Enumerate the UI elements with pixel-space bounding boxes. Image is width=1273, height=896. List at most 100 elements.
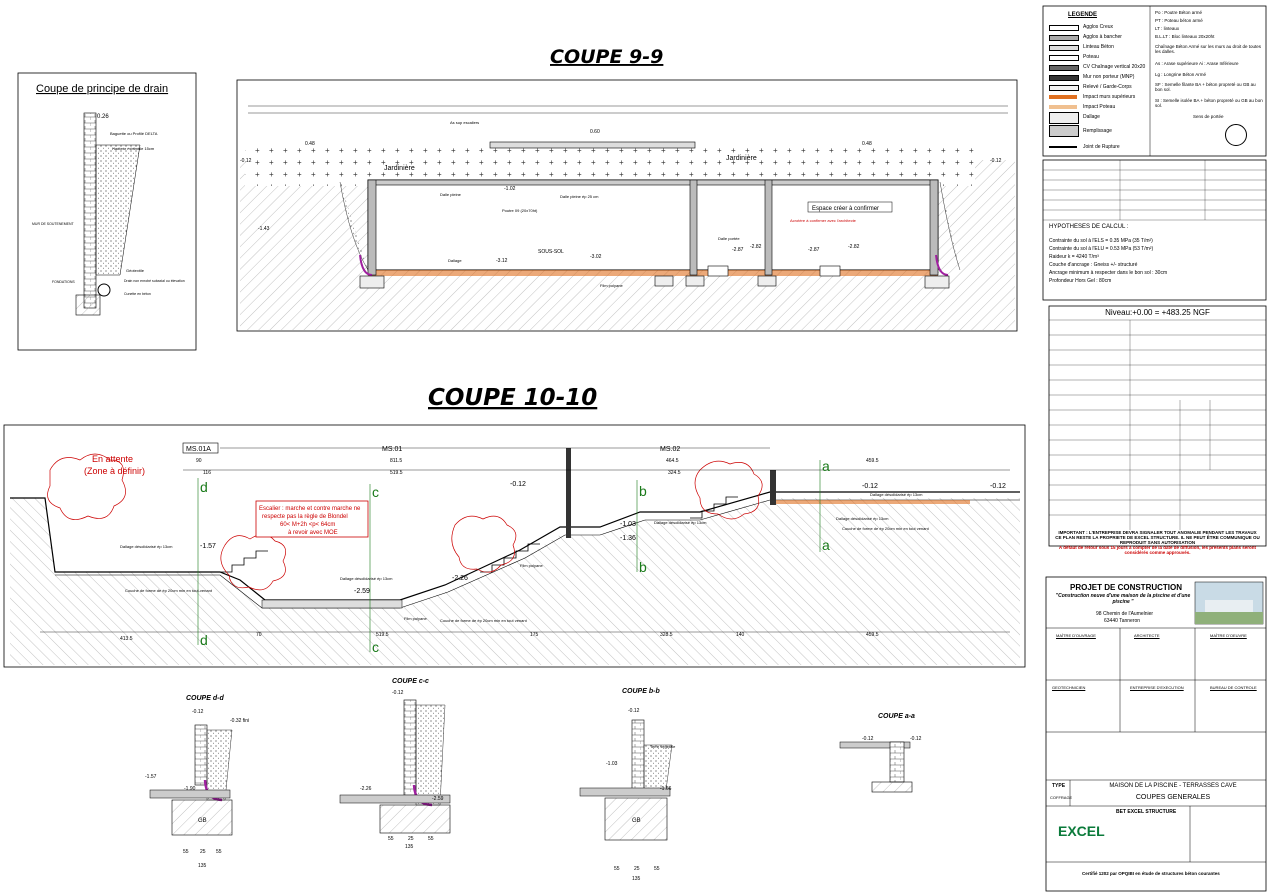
doc-title-2: COUPES GENERALES	[1135, 794, 1211, 801]
dd-dim-a: 55	[183, 849, 189, 855]
ms-01a: MS.01A	[186, 446, 211, 453]
c99-level-6: -3.02	[590, 254, 602, 260]
drain-baguette: Baguette ou Profilé DELTA	[110, 131, 158, 136]
dd-level-3: -1.90	[184, 786, 196, 792]
c99-level-4: 0.48	[862, 141, 872, 147]
c1010-label-8: Couche de forme de ép 20cm min en tout v…	[842, 526, 930, 531]
dd-gb: GB	[198, 818, 207, 824]
legend-swatch-3	[1049, 55, 1079, 61]
legend-right-7: SF : Semelle filante BA + béton propreté…	[1155, 82, 1256, 92]
sec-c-top: c	[372, 484, 379, 500]
c99-label-jard2: Jardinière	[726, 155, 757, 162]
niveau-panel: Niveau:+0.00 = +483.25 NGF	[1049, 306, 1266, 546]
c99-level-5: -3.12	[496, 258, 508, 264]
drain-fondations: FONDATIONS	[52, 280, 75, 284]
hyp-line-5: Profondeur Hors Gel : 80cm	[1049, 278, 1112, 284]
c1010-level-5: -0.12	[510, 481, 526, 488]
cc-dim-a: 55	[388, 836, 394, 842]
legend-item-7: Impact murs supérieurs	[1083, 94, 1136, 100]
c99-level-9: -2.87	[808, 247, 820, 253]
drain-hauteur: Hauteur minimale 15cm	[112, 146, 155, 151]
moa-label: MAÎTRE D'OUVRAGE	[1056, 633, 1096, 638]
bb-terre: Terre végétale	[650, 744, 676, 749]
en-attente-l1: En attente	[92, 454, 133, 464]
c1010-label-6: Film polyane	[520, 563, 543, 568]
coupe-aa-title: COUPE a-a	[878, 713, 915, 720]
legend-item-3: Poteau	[1083, 54, 1099, 60]
cc-dim-total: 135	[405, 844, 414, 850]
coupe-cc-title: COUPE c-c	[392, 678, 429, 685]
legend-right-2: LT : linteaux	[1155, 26, 1180, 31]
c1010-label-0: Dallage désolidarisé ép 13cm	[120, 544, 173, 549]
c99-label-dalle: Dalle pleine ép 25 cm	[560, 194, 599, 199]
dim-bot-4: 328.5	[660, 632, 673, 638]
legend-swatch-4	[1049, 65, 1079, 71]
drain-cunette: Cunette en béton	[124, 292, 151, 296]
moe-label: MAÎTRE D'OEUVRE	[1210, 633, 1247, 638]
c99-level-7: -2.87	[732, 247, 744, 253]
c99-label-sous-sol: SOUS-SOL	[538, 249, 564, 255]
cc-dim-c: 55	[428, 836, 434, 842]
excel-logo: EXCEL	[1058, 823, 1105, 839]
c99-level-0: -0.12	[240, 158, 252, 164]
drain-geotextile: Géotextile	[126, 268, 145, 273]
c1010-label-7: Dallage désolidarisé ép 13cm	[870, 492, 923, 497]
legend-swatch-10	[1049, 125, 1079, 137]
sec-a-bot: a	[822, 537, 830, 553]
hyp-line-4: Ancrage minimum à respecter dans le bon …	[1049, 270, 1168, 276]
bb-level-0: -0.12	[628, 708, 640, 714]
project-subtitle: "Construction neuve d'une maison de la p…	[1055, 593, 1191, 605]
legend-item-9: Dallage	[1083, 114, 1100, 120]
bb-level-1: -1.03	[606, 761, 618, 767]
type-val: COFFRAGE	[1050, 795, 1073, 800]
hypotheses-panel: HYPOTHESES DE CALCUL : Contrainte du sol…	[1043, 160, 1266, 300]
archi-label: ARCHITECTE	[1134, 633, 1160, 638]
legend-item-0: Agglos Creux	[1083, 24, 1114, 30]
dim-bot-5: 140	[736, 632, 745, 638]
c1010-level-7: -0.12	[990, 483, 1006, 490]
c99-label-as: As sup escaliers	[450, 120, 479, 125]
c99-label-espace: Espace créer à confirmer	[812, 206, 879, 212]
geo-label: GEOTECHNICIEN	[1052, 685, 1086, 690]
c99-level-11: -1.02	[504, 186, 516, 192]
c99-level-10: -2.82	[848, 244, 860, 250]
dd-dim-total: 135	[198, 863, 207, 869]
legend-right-8: SI : Semelle isolée BA + béton propreté …	[1155, 98, 1263, 108]
drain-title: Coupe de principe de drain	[36, 83, 168, 95]
c99-label-dalle3: Dalle portée	[718, 236, 740, 241]
bb-dim-total: 135	[632, 876, 641, 882]
c1010-level-3: -1.03	[620, 521, 636, 528]
hyp-line-3: Couche d'ancrage : Gneiss +/- structuré	[1049, 262, 1138, 268]
c1010-label-3: Dallage désolidarisé ép 13cm	[340, 576, 393, 581]
bb-dim-a: 55	[614, 866, 620, 872]
compass-icon	[1225, 124, 1247, 146]
c1010-label-1: Couche de forme de ép 20cm min en tout-v…	[125, 588, 213, 593]
sec-d-bot: d	[200, 632, 208, 648]
legend-right-9: Sens de portée	[1193, 114, 1224, 119]
legend-swatch-0	[1049, 25, 1079, 31]
coupe-bb-title: COUPE b-b	[622, 688, 660, 695]
legend-swatch-8	[1049, 105, 1077, 109]
c1010-level-4: -1.36	[620, 535, 636, 542]
coupe-dd-title: COUPE d-d	[186, 695, 224, 702]
hyp-title: HYPOTHESES DE CALCUL :	[1049, 224, 1129, 230]
cc-level-0: -0.12	[392, 690, 404, 696]
dim-top-3: 459.5	[866, 458, 879, 464]
c1010-label-4: Couche de forme de ép 20cm min en tout v…	[440, 618, 528, 623]
dim-bot-2: 519.5	[376, 632, 389, 638]
legend-right-3: B.L.LT : Bloc linteaux 20x20ht	[1155, 34, 1215, 39]
coupe-99-title: COUPE 9-9	[550, 46, 663, 68]
legend-swatch-11	[1049, 146, 1077, 148]
aa-level-1: -0.12	[910, 736, 922, 742]
legend-swatch-9	[1049, 112, 1079, 124]
cc-level-2: -2.26	[360, 786, 372, 792]
type-label: TYPE	[1052, 783, 1066, 789]
c99-label-poutre: Poutre 09 (20x70ht)	[502, 208, 538, 213]
legend-swatch-2	[1049, 45, 1079, 51]
c99-level-12: -1.43	[258, 226, 270, 232]
dim-bot-6: 459.5	[866, 632, 879, 638]
dim-top-5: 519.5	[390, 470, 403, 476]
c1010-label-2: Film polyane	[404, 616, 427, 621]
ms-01: MS.01	[382, 446, 402, 453]
